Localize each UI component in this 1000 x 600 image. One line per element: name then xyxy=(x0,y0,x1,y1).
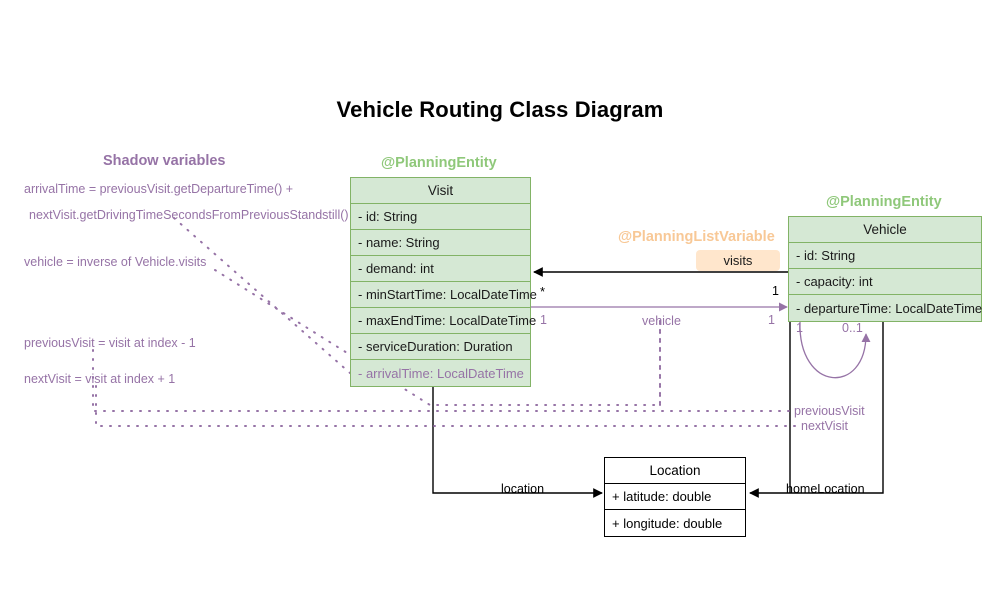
class-attribute-visit-demand: - demand: int xyxy=(351,256,530,282)
shadow-variable-nextvisit: nextVisit = visit at index + 1 xyxy=(24,372,176,386)
multiplicity-vehicle-target: 1 xyxy=(768,313,775,327)
shadow-leader-arrivaltime xyxy=(173,217,351,374)
class-name-vehicle: Vehicle xyxy=(789,217,981,243)
class-name-visit: Visit xyxy=(351,178,530,204)
edge-label-location: location xyxy=(501,482,545,496)
multiplicity-vehicle-source: 1 xyxy=(540,313,547,327)
class-attribute-location-latitude: + latitude: double xyxy=(605,484,745,510)
class-attribute-visit-id: - id: String xyxy=(351,204,530,230)
class-attribute-visit-serviceduration: - serviceDuration: Duration xyxy=(351,334,530,360)
stereotype-planning-list-variable: @PlanningListVariable xyxy=(618,229,775,245)
page-title: Vehicle Routing Class Diagram xyxy=(336,97,664,122)
stereotype-visit-planning-entity: @PlanningEntity xyxy=(381,155,497,171)
edge-location xyxy=(432,383,603,498)
multiplicity-visits-source: 1 xyxy=(772,284,779,298)
class-box-location[interactable]: Location + latitude: double + longitude:… xyxy=(604,457,746,537)
multiplicity-visit-chain-source: 1 xyxy=(796,321,803,335)
edge-label-vehicle: vehicle xyxy=(642,314,681,328)
shadow-variable-vehicle: vehicle = inverse of Vehicle.visits xyxy=(24,255,207,269)
class-attribute-visit-maxendtime: - maxEndTime: LocalDateTime xyxy=(351,308,536,334)
multiplicity-visits-target: * xyxy=(540,284,546,299)
class-box-vehicle[interactable]: Vehicle - id: String - capacity: int - d… xyxy=(788,216,982,322)
class-attribute-visit-name: - name: String xyxy=(351,230,530,256)
edge-label-next-visit: nextVisit xyxy=(801,419,849,433)
shadow-variable-arrivaltime-line1: arrivalTime = previousVisit.getDeparture… xyxy=(24,182,294,196)
edge-label-home-location: homeLocation xyxy=(786,482,865,496)
class-attribute-vehicle-id: - id: String xyxy=(789,243,981,269)
class-attribute-visit-minstarttime: - minStartTime: LocalDateTime xyxy=(351,282,537,308)
class-box-visit[interactable]: Visit - id: String - name: String - dema… xyxy=(350,177,537,387)
shadow-variable-arrivaltime-line2: nextVisit.getDrivingTimeSecondsFromPrevi… xyxy=(29,208,349,222)
stereotype-vehicle-planning-entity: @PlanningEntity xyxy=(826,194,942,210)
multiplicity-visit-chain-target: 0..1 xyxy=(842,321,863,335)
class-name-location: Location xyxy=(605,458,745,484)
badge-visits: visits xyxy=(696,250,780,271)
class-attribute-location-longitude: + longitude: double xyxy=(612,515,723,531)
class-attribute-vehicle-capacity: - capacity: int xyxy=(789,269,981,295)
shadow-leader-nextvisit xyxy=(95,385,801,427)
edge-label-previous-visit: previousVisit xyxy=(794,404,865,418)
class-attribute-visit-arrivaltime: - arrivalTime: LocalDateTime xyxy=(358,365,524,381)
shadow-variables-heading: Shadow variables xyxy=(103,153,226,169)
class-attribute-vehicle-departuretime: - departureTime: LocalDateTime xyxy=(796,300,983,316)
shadow-variable-previousvisit: previousVisit = visit at index - 1 xyxy=(24,336,196,350)
